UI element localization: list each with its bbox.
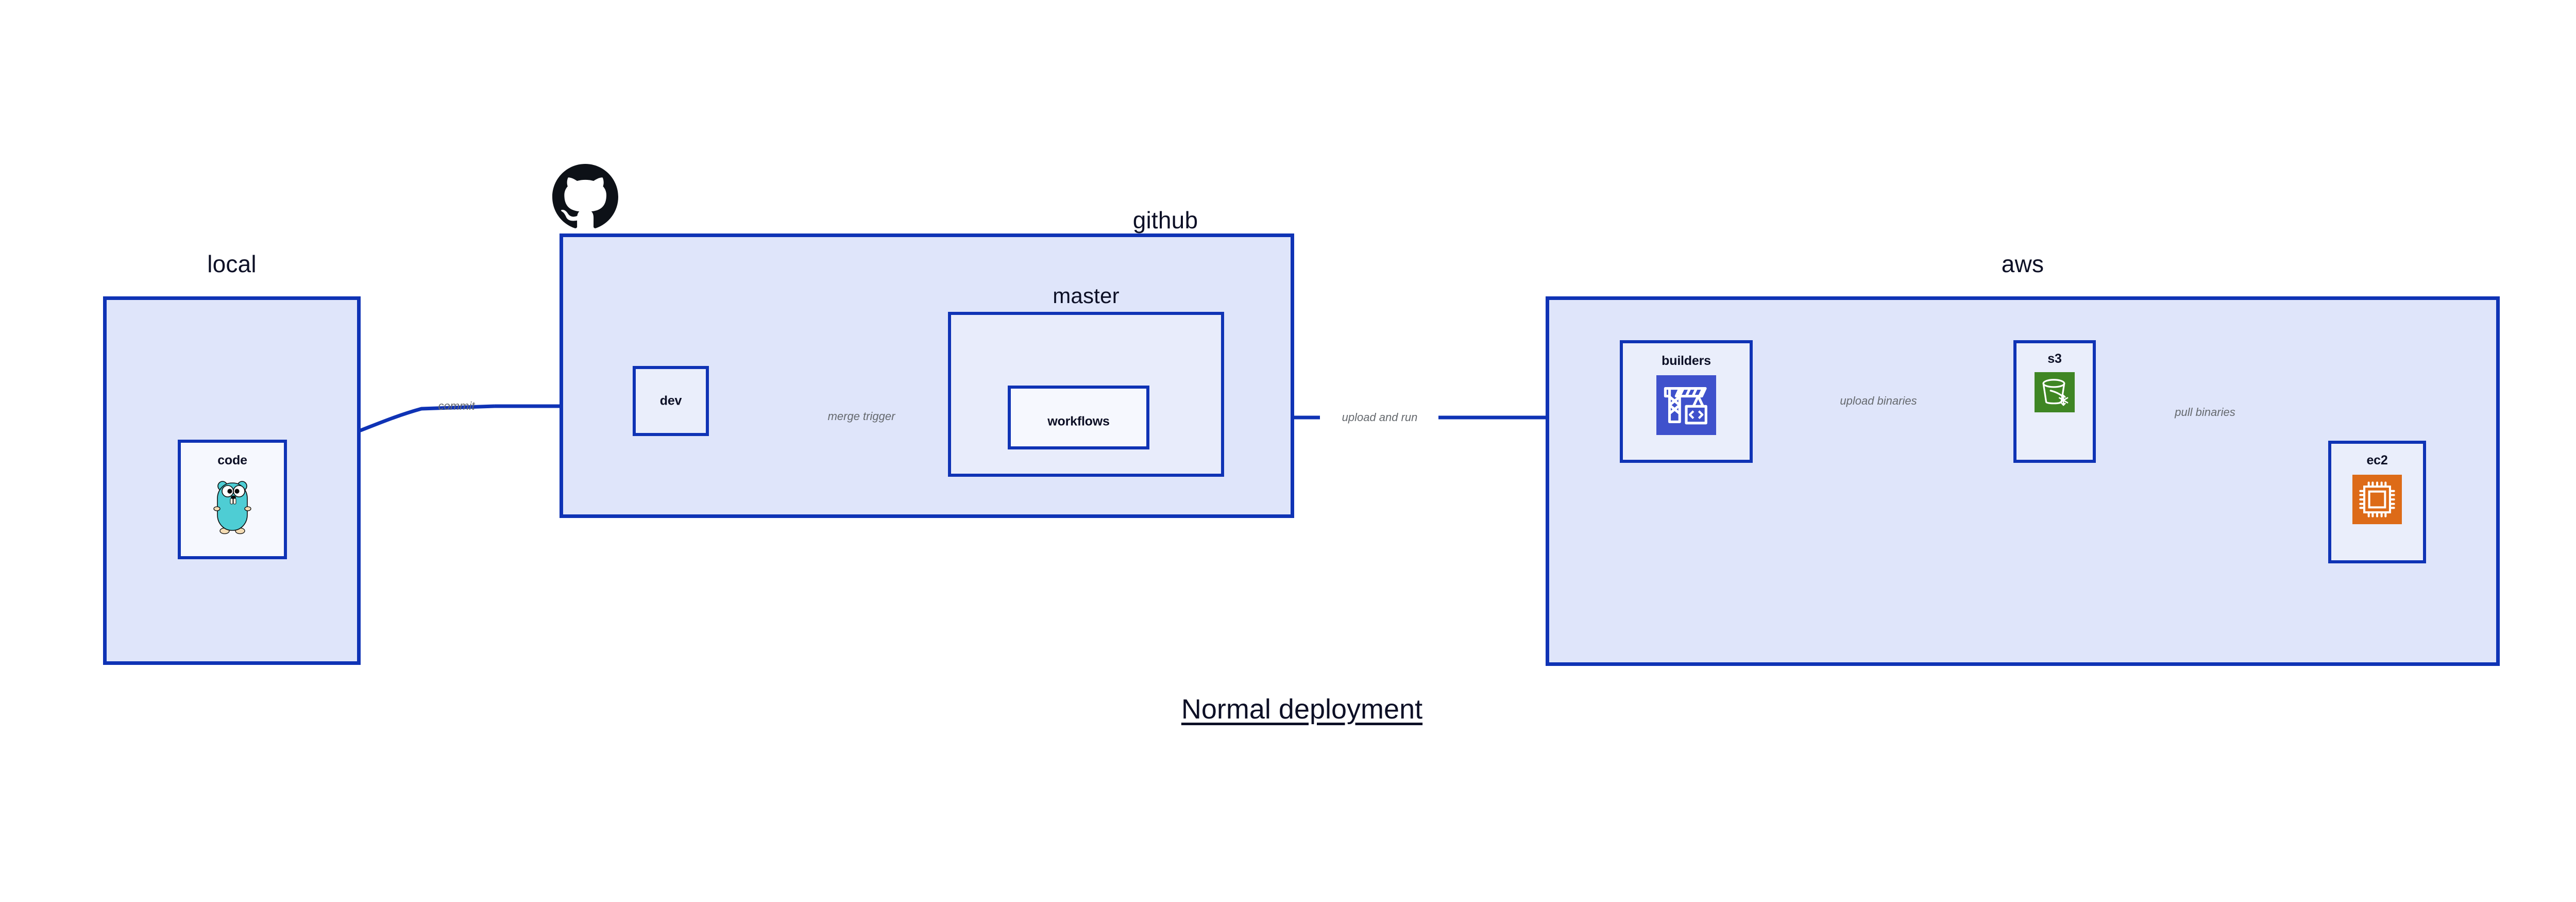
group-label-local: local [207, 250, 257, 277]
node-s3-label: s3 [2047, 352, 2062, 366]
edge-label-merge-trigger: merge trigger [827, 410, 895, 423]
node-ec2[interactable]: ec2 [2328, 441, 2426, 563]
diagram-title: Normal deployment [1181, 694, 1423, 725]
node-code-label: code [217, 453, 247, 467]
github-octocat-logo [552, 164, 618, 230]
subgroup-label-master: master [1053, 283, 1120, 308]
node-code[interactable]: code [178, 440, 287, 559]
edge-label-upload-binaries: upload binaries [1840, 394, 1917, 407]
node-ec2-label: ec2 [2366, 453, 2388, 467]
node-dev-label: dev [659, 393, 682, 408]
node-workflows-label: workflows [1047, 414, 1110, 429]
node-dev[interactable]: dev [633, 366, 709, 436]
go-gopher-icon [212, 477, 252, 534]
group-label-aws: aws [2001, 250, 2044, 277]
edge-label-upload-and-run: upload and run [1342, 411, 1418, 424]
node-workflows[interactable]: workflows [1008, 386, 1149, 449]
edge-label-commit: commit [438, 399, 475, 412]
node-s3[interactable]: s3 [2013, 340, 2096, 463]
node-builders[interactable]: builders [1620, 340, 1753, 463]
aws-codebuild-icon [1656, 375, 1716, 435]
aws-ec2-icon [2352, 475, 2402, 524]
node-builders-label: builders [1662, 354, 1711, 368]
edge-label-pull-binaries: pull binaries [2175, 406, 2235, 419]
group-label-github: github [1132, 207, 1198, 233]
aws-s3-glacier-icon [2035, 372, 2075, 412]
